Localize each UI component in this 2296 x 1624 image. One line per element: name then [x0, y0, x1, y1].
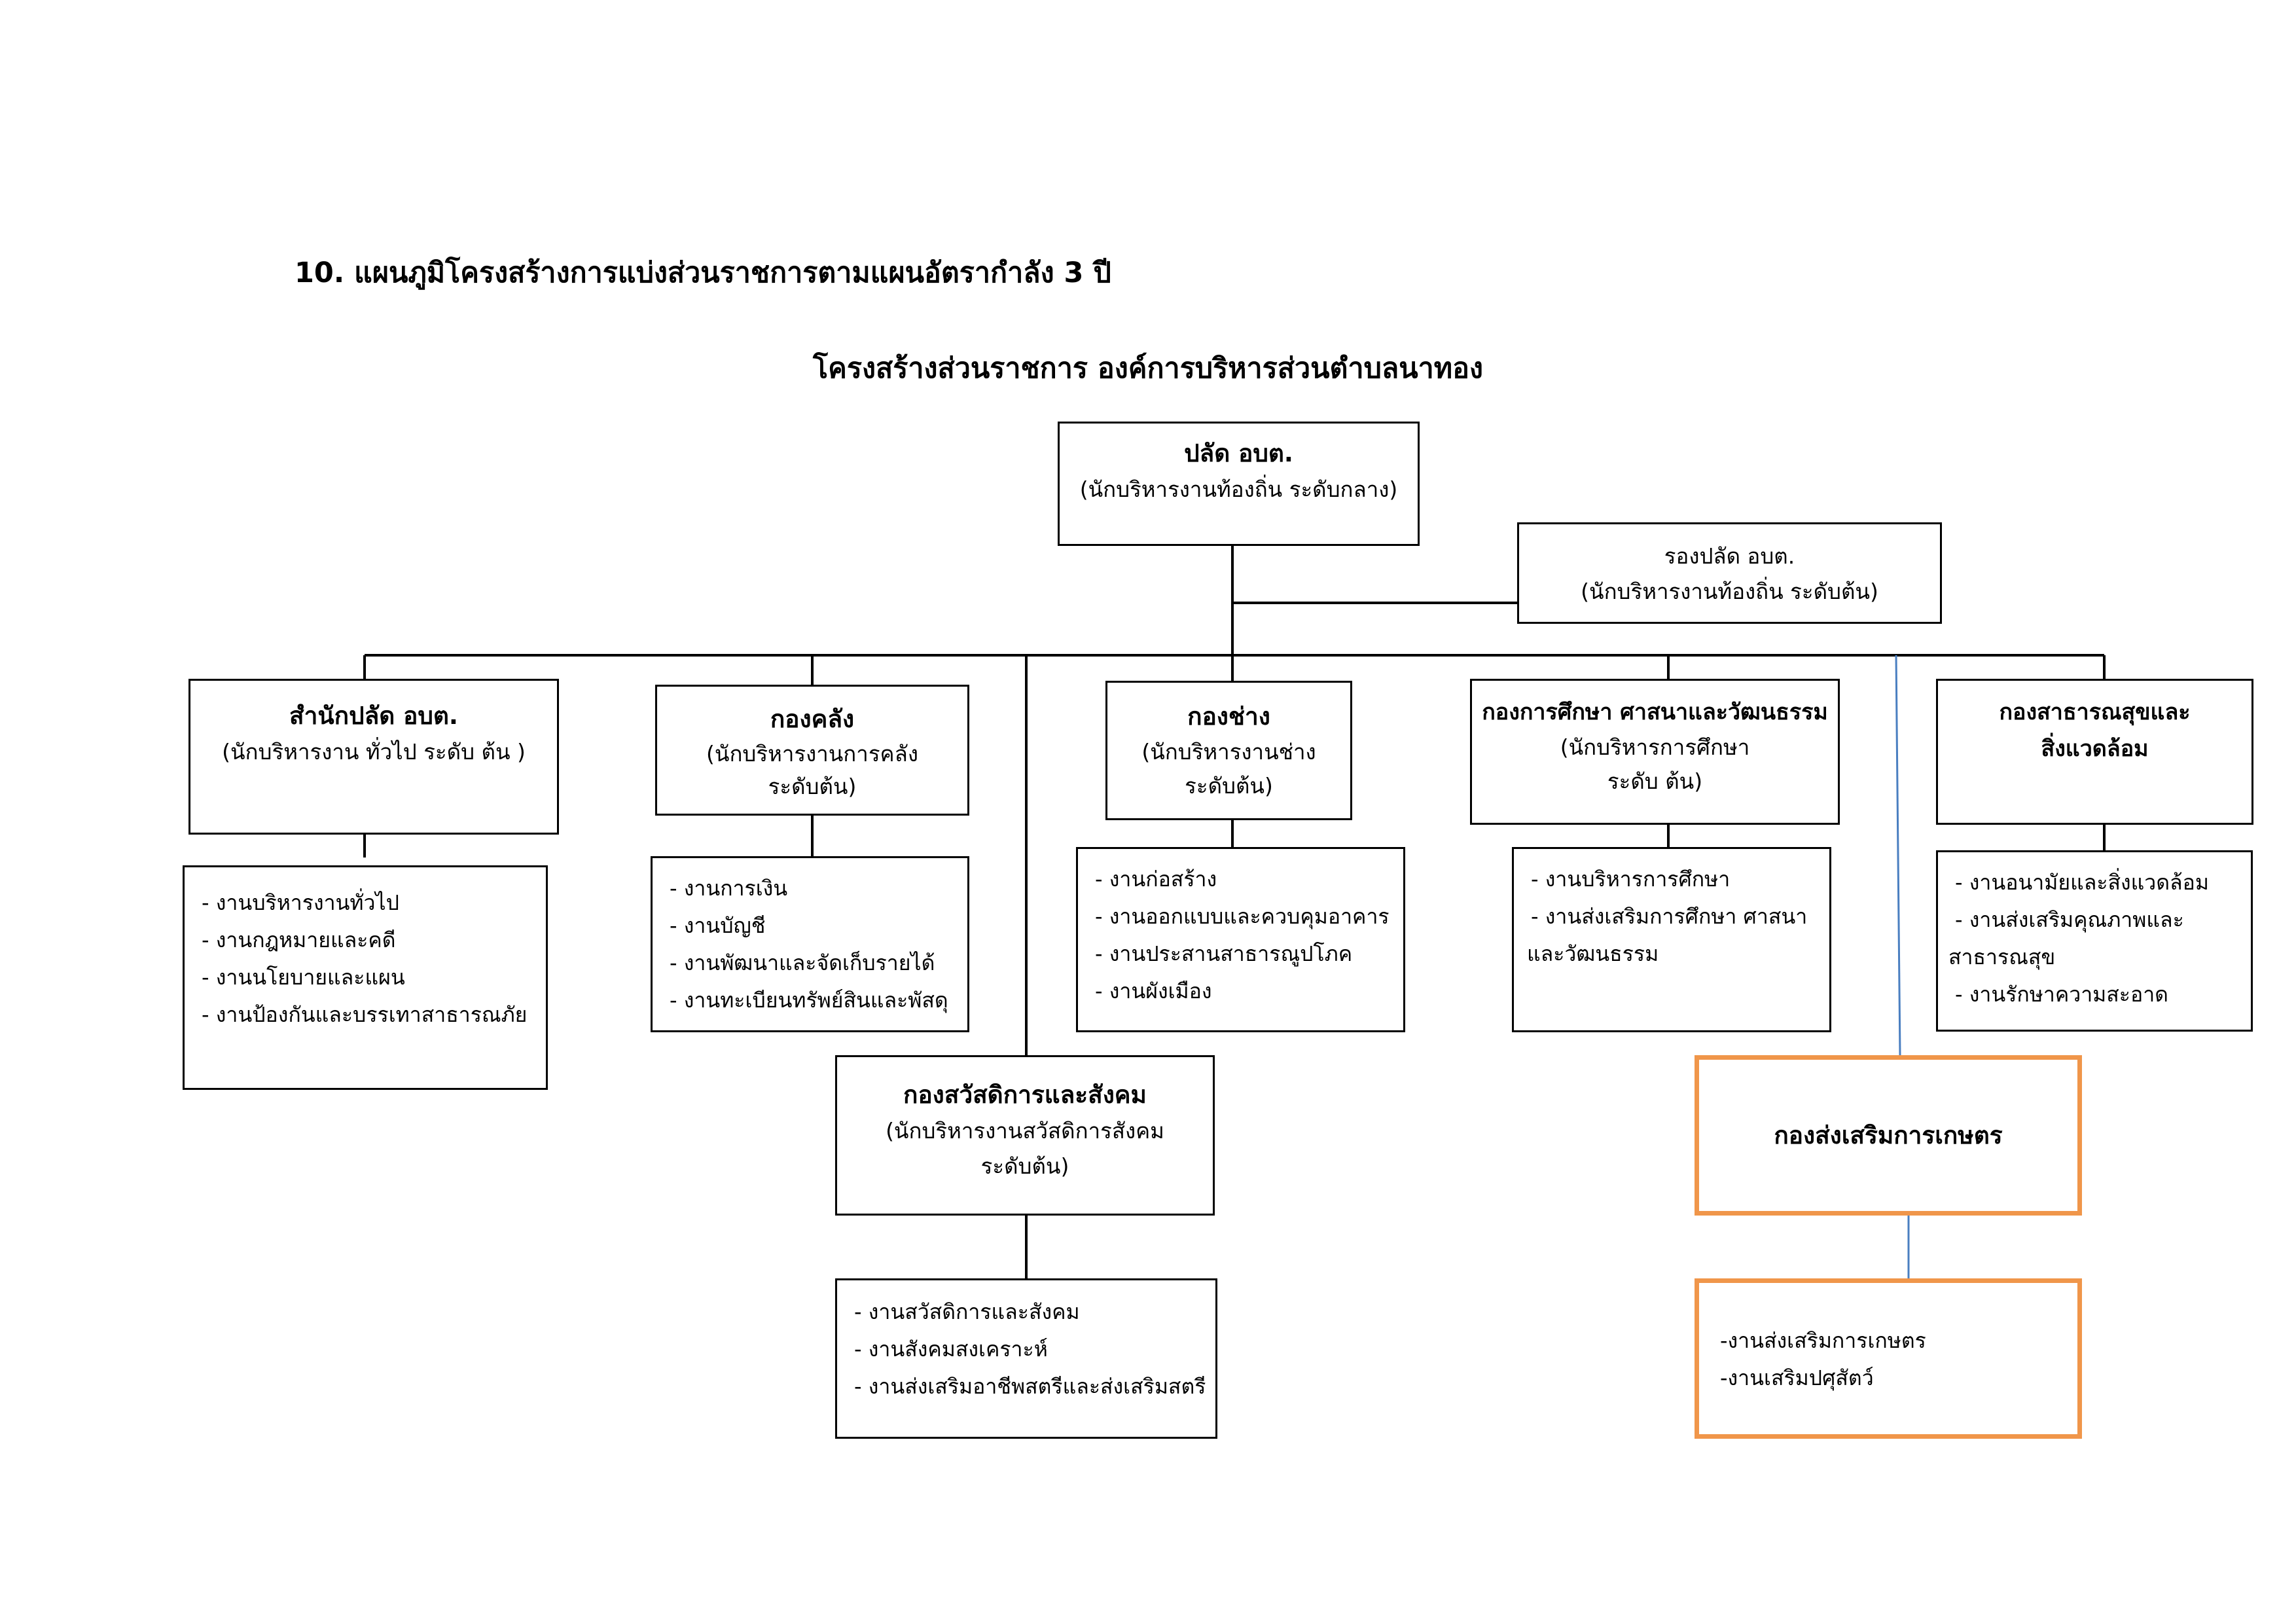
task-item: - งานกฎหมายและคดี	[202, 928, 396, 952]
unit-engineering-tasks: - งานก่อสร้าง - งานออกแบบและควบคุมอาคาร …	[1076, 847, 1405, 1032]
unit-public-health-box: กองสาธารณสุขและ สิ่งแวดล้อม	[1936, 679, 2253, 825]
unit-education-box: กองการศึกษา ศาสนาและวัฒนธรรม (นักบริหารก…	[1470, 679, 1840, 825]
unit-agriculture-box: กองส่งเสริมการเกษตร	[1695, 1055, 2082, 1216]
task-item: - งานส่งเสริมคุณภาพและ	[1955, 907, 2184, 932]
unit-agriculture-tasks: -งานส่งเสริมการเกษตร -งานเสริมปศุสัตว์	[1695, 1278, 2082, 1439]
task-item: -งานส่งเสริมการเกษตร	[1720, 1328, 1926, 1353]
unit-agriculture-name: กองส่งเสริมการเกษตร	[1774, 1121, 2003, 1149]
task-item: - งานออกแบบและควบคุมอาคาร	[1095, 904, 1390, 929]
task-item: - งานรักษาความสะอาด	[1955, 982, 2168, 1007]
unit-social-welfare-level: (นักบริหารงานสวัสดิการสังคม ระดับต้น)	[886, 1118, 1164, 1179]
unit-engineering-box: กองช่าง (นักบริหารงานช่าง ระดับต้น)	[1105, 681, 1352, 820]
unit-finance-tasks: - งานการเงิน - งานบัญชี - งานพัฒนาและจัด…	[651, 856, 969, 1032]
task-item: และวัฒนธรรม	[1527, 941, 1659, 966]
unit-public-health-tasks: - งานอนามัยและสิ่งแวดล้อม - งานส่งเสริมค…	[1936, 850, 2253, 1032]
task-item: - งานอนามัยและสิ่งแวดล้อม	[1955, 870, 2209, 895]
deputy-administrator-box: รองปลัด อบต. (นักบริหารงานท้องถิ่น ระดับ…	[1517, 522, 1942, 624]
chief-administrator-name: ปลัด อบต.	[1184, 439, 1293, 467]
unit-finance-name: กองคลัง	[770, 705, 855, 733]
unit-office-box: สำนักปลัด อบต. (นักบริหารงาน ทั่วไป ระดั…	[188, 679, 559, 835]
task-item: - งานประสานสาธารณูปโภค	[1095, 941, 1353, 966]
chief-administrator-level: (นักบริหารงานท้องถิ่น ระดับกลาง)	[1079, 477, 1398, 502]
task-item: - งานพัฒนาและจัดเก็บรายได้	[670, 950, 935, 975]
deputy-administrator-level: (นักบริหารงานท้องถิ่น ระดับต้น)	[1581, 579, 1878, 604]
task-item: - งานป้องกันและบรรเทาสาธารณภัย	[202, 1002, 528, 1027]
unit-social-welfare-box: กองสวัสดิการและสังคม (นักบริหารงานสวัสดิ…	[835, 1055, 1215, 1216]
unit-education-level: (นักบริหารการศึกษา ระดับ ต้น)	[1560, 734, 1750, 794]
unit-office-tasks: - งานบริหารงานทั่วไป - งานกฎหมายและคดี -…	[183, 865, 548, 1090]
task-item: - งานส่งเสริมอาชีพสตรีและส่งเสริมสตรี	[854, 1374, 1206, 1399]
task-item: - งานสวัสดิการและสังคม	[854, 1299, 1080, 1324]
task-item: - งานก่อสร้าง	[1095, 867, 1217, 892]
task-item: - งานบริหารงานทั่วไป	[202, 890, 399, 915]
task-item: สาธารณสุข	[1948, 945, 2056, 969]
task-item: - งานนโยบายและแผน	[202, 965, 405, 990]
unit-social-welfare-name: กองสวัสดิการและสังคม	[903, 1081, 1147, 1109]
unit-office-level: (นักบริหารงาน ทั่วไป ระดับ ต้น )	[222, 739, 526, 765]
unit-education-tasks: - งานบริหารการศึกษา - งานส่งเสริมการศึกษ…	[1512, 847, 1831, 1032]
chief-administrator-box: ปลัด อบต. (นักบริหารงานท้องถิ่น ระดับกลา…	[1058, 422, 1420, 546]
task-item: - งานทะเบียนทรัพย์สินและพัสดุ	[670, 988, 948, 1013]
unit-finance-box: กองคลัง (นักบริหารงานการคลัง ระดับต้น)	[655, 685, 969, 816]
page-heading: 10. แผนภูมิโครงสร้างการแบ่งส่วนราชการตาม…	[295, 257, 1111, 289]
task-item: -งานเสริมปศุสัตว์	[1720, 1365, 1874, 1390]
unit-education-name: กองการศึกษา ศาสนาและวัฒนธรรม	[1482, 699, 1828, 725]
unit-engineering-level: (นักบริหารงานช่าง ระดับต้น)	[1141, 739, 1316, 799]
unit-finance-level: (นักบริหารงานการคลัง ระดับต้น)	[706, 741, 918, 799]
chart-title: โครงสร้างส่วนราชการ องค์การบริหารส่วนตำบ…	[813, 352, 1483, 385]
connector-agri	[1895, 655, 1901, 1056]
task-item: - งานบัญชี	[670, 913, 766, 938]
deputy-administrator-name: รองปลัด อบต.	[1664, 543, 1795, 569]
task-item: - งานสังคมสงเคราะห์	[854, 1337, 1048, 1362]
unit-office-name: สำนักปลัด อบต.	[289, 702, 458, 730]
unit-social-welfare-tasks: - งานสวัสดิการและสังคม - งานสังคมสงเคราะ…	[835, 1278, 1217, 1439]
task-item: - งานการเงิน	[670, 876, 788, 901]
task-item: - งานบริหารการศึกษา	[1531, 867, 1731, 892]
task-item: - งานผังเมือง	[1095, 979, 1212, 1003]
task-item: - งานส่งเสริมการศึกษา ศาสนา	[1531, 904, 1808, 929]
unit-public-health-name: กองสาธารณสุขและ สิ่งแวดล้อม	[1999, 699, 2191, 762]
unit-engineering-name: กองช่าง	[1187, 702, 1270, 731]
